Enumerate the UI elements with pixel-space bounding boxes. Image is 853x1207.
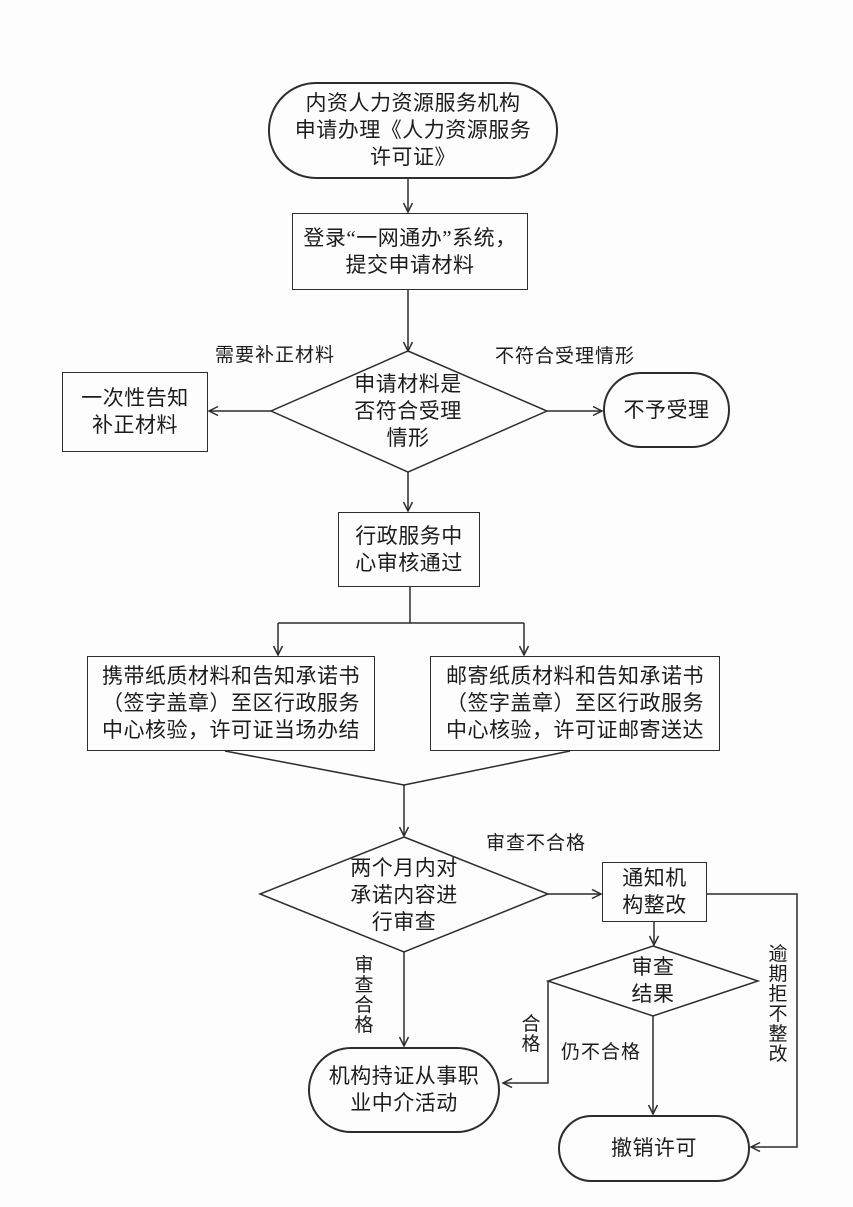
edge-merge-left: [224, 750, 405, 786]
node-submit-application: 登录“一网通办”系统， 提交申请材料: [292, 213, 528, 290]
node-mail-materials: 邮寄纸质材料和告知承诺书 （签字盖章）至区行政服务 中心核验，许可证邮寄送达: [430, 656, 720, 751]
arrowhead: [518, 645, 530, 657]
node-center-approved: 行政服务中 心审核通过: [338, 512, 480, 587]
arrowhead: [648, 935, 660, 947]
arrowhead: [749, 1141, 761, 1153]
node-one-time-notice: 一次性告知 补正材料: [62, 372, 208, 452]
arrowhead: [402, 341, 414, 353]
edge-merge-right: [403, 750, 571, 786]
arrowhead: [272, 645, 284, 657]
edge-label-not-acceptable: 不符合受理情形: [495, 346, 636, 367]
edge-pass-licensed: [503, 981, 549, 1084]
node-revoke-license: 撤销许可: [558, 1115, 750, 1182]
arrowhead: [398, 1036, 410, 1048]
node-bring-materials: 携带纸质材料和告知承诺书 （签字盖章）至区行政服务 中心核验，许可证当场办结: [87, 656, 375, 751]
arrowhead: [402, 501, 414, 513]
node-start: 内资人力资源服务机构 申请办理《人力资源服务 许可证》: [268, 82, 558, 179]
node-review-two-months: 两个月内对 承诺内容进 行审查: [350, 855, 458, 934]
node-notify-rectify: 通知机 构整改: [602, 862, 707, 922]
edge-label-still-fail: 仍不合格: [561, 1042, 642, 1063]
arrowhead: [647, 1104, 659, 1116]
arrowhead: [398, 826, 410, 838]
node-accept-check: 申请材料是 否符合受理 情形: [354, 371, 462, 450]
edge-overdue-revoke: [707, 893, 798, 1148]
node-licensed-operate: 机构持证从事职 业中介活动: [308, 1047, 500, 1133]
arrowhead: [207, 405, 219, 417]
edge-label-review-pass: 审查合格: [354, 955, 374, 1036]
arrowhead: [402, 202, 414, 214]
edge-label-review-fail: 审查不合格: [486, 833, 587, 854]
arrowhead: [501, 1077, 513, 1089]
node-reject: 不予受理: [603, 372, 730, 448]
arrowhead: [591, 888, 603, 900]
arrowhead: [592, 405, 604, 417]
edge-label-need-fix: 需要补正材料: [215, 345, 336, 366]
edge-label-overdue-refuse: 逾期拒不整改: [768, 944, 788, 1065]
edge-label-pass: 合格: [521, 1014, 541, 1055]
node-review-result: 审查 结果: [631, 955, 675, 1006]
